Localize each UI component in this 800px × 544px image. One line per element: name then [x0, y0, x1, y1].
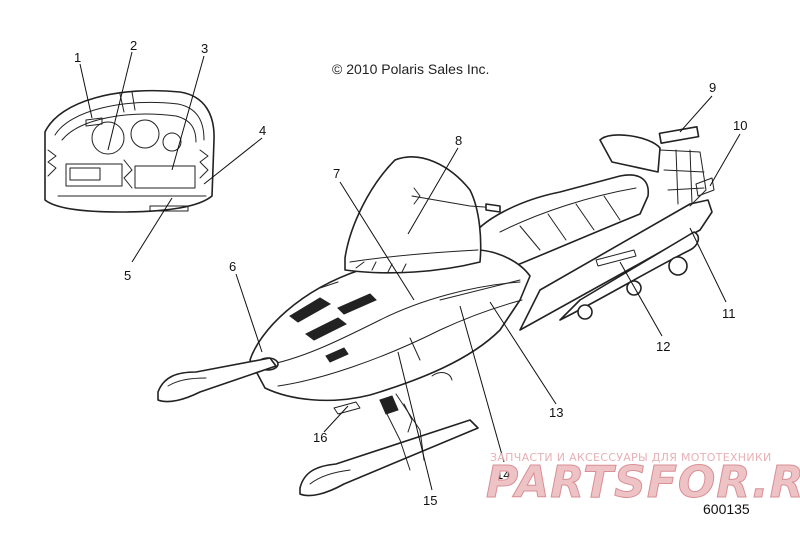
document-number: 600135	[703, 501, 750, 517]
watermark-caption: ЗАПЧАСТИ И АКСЕССУАРЫ ДЛЯ МОТОТЕХНИКИ	[490, 451, 772, 464]
callout-5: 5	[124, 268, 131, 283]
callout-15: 15	[423, 493, 437, 508]
dashboard-inset	[44, 89, 215, 213]
callout-3: 3	[201, 41, 208, 56]
callout-14: 14	[496, 467, 510, 482]
callout-16: 16	[313, 430, 327, 445]
callout-2: 2	[130, 38, 137, 53]
snowmobile-drawing	[157, 134, 713, 497]
callout-11: 11	[722, 306, 736, 321]
callout-numbers: 1 2 3 4 5 6 7 8 9 10 11 12 13 14 15 16	[74, 38, 747, 508]
callout-1: 1	[74, 50, 81, 65]
callout-7: 7	[333, 166, 340, 181]
copyright-text: © 2010 Polaris Sales Inc.	[332, 61, 489, 77]
callout-13: 13	[549, 405, 563, 420]
callout-4: 4	[259, 123, 266, 138]
watermark-logo: PARTSFOR.RU	[486, 457, 800, 508]
callout-9: 9	[709, 80, 716, 95]
callout-6: 6	[229, 259, 236, 274]
callout-12: 12	[656, 339, 670, 354]
decal-pieces	[658, 125, 715, 197]
callout-8: 8	[455, 133, 462, 148]
leader-lines	[79, 51, 741, 491]
callout-10: 10	[733, 118, 747, 133]
